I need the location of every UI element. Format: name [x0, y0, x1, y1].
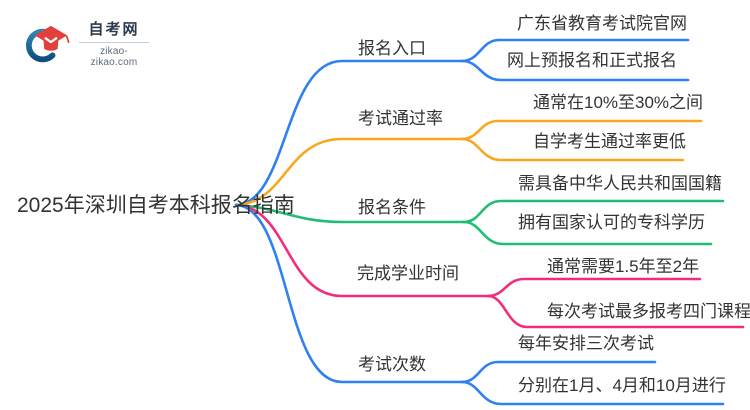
cap-board-shape — [34, 25, 68, 45]
child-node-diploma-requirement: 拥有国家认可的专科学历 — [518, 213, 705, 232]
branch-label-registration-entry: 报名入口 — [358, 39, 426, 58]
child-node-course-limit: 每次考试最多报考四门课程 — [547, 302, 750, 321]
child-node-self-study-lower: 自学考生通过率更低 — [533, 132, 686, 151]
branch2-child2-line — [460, 137, 685, 162]
cap-chevron-shape — [44, 36, 58, 44]
branch-label-exam-frequency: 考试次数 — [358, 355, 426, 374]
branch-label-completion-time: 完成学业时间 — [357, 264, 459, 283]
branch4-child1-line — [486, 277, 702, 298]
root-node-title: 2025年深圳自考本科报名指南 — [17, 194, 295, 217]
branch3-child1-line — [462, 199, 725, 224]
branch4-child2-line — [486, 294, 745, 329]
branch3-main-line — [234, 203, 466, 224]
child-node-exam-months: 分别在1月、4月和10月进行 — [518, 376, 726, 395]
branch5-child1-line — [460, 360, 657, 384]
branch5-child2-line — [460, 380, 725, 406]
branch4-main-line — [234, 203, 490, 298]
branch1-main-line — [234, 59, 464, 207]
branch1-child2-line — [460, 59, 690, 82]
cap-tassel-shape — [65, 35, 70, 43]
child-node-three-exams-per-year: 每年安排三次考试 — [518, 334, 654, 353]
child-node-online-registration: 网上预报名和正式报名 — [507, 51, 677, 70]
child-node-official-website: 广东省教育考试院官网 — [517, 14, 687, 33]
child-node-nationality-requirement: 需具备中华人民共和国国籍 — [518, 174, 722, 193]
logo-site-name: 自考网 — [79, 21, 149, 43]
branch2-main-line — [234, 137, 464, 207]
logo-text-block: 自考网 zikao-zikao.com — [79, 21, 149, 68]
branch-label-pass-rate: 考试通过率 — [358, 109, 443, 128]
branch5-main-line — [234, 203, 464, 384]
graduation-cap-logo-icon — [26, 25, 70, 62]
branch-label-registration-conditions: 报名条件 — [358, 198, 426, 217]
site-logo[interactable]: 自考网 zikao-zikao.com — [26, 21, 149, 68]
logo-site-domain: zikao-zikao.com — [90, 45, 138, 68]
child-node-pass-rate-range: 通常在10%至30%之间 — [533, 93, 704, 112]
branch3-child2-line — [462, 220, 713, 246]
child-node-duration: 通常需要1.5年至2年 — [547, 257, 700, 276]
